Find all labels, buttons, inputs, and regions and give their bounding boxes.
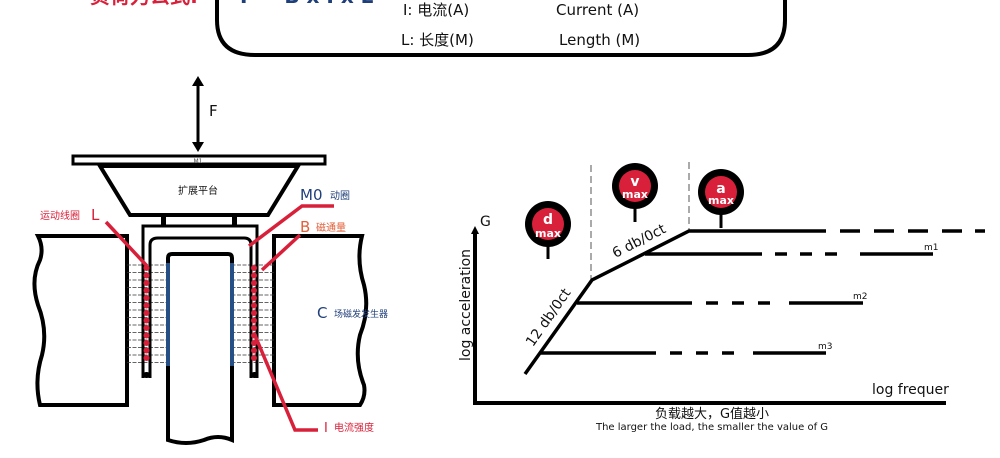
magnet-right — [272, 234, 369, 407]
center-pole — [166, 252, 234, 445]
coil-windings — [143, 265, 257, 361]
svg-text:v: v — [630, 174, 639, 190]
coil-label-cn: 运动线圈 — [40, 209, 80, 222]
coil-winding-dot — [251, 310, 257, 316]
caption-cn: 负载越大，G值越小 — [655, 406, 769, 422]
force-label: F — [209, 102, 218, 120]
flux-cn: 磁通量 — [316, 221, 346, 234]
current-symbol: I — [324, 421, 328, 436]
y-axis-arrow-icon — [471, 226, 479, 234]
shaker-structure: F M1 扩展平台 运动线圈 L M0 动圈 — [32, 76, 388, 445]
leader-line-moving-coil — [247, 204, 334, 248]
moving-coil-cn: 动圈 — [330, 190, 350, 202]
coil-former-outer — [141, 224, 259, 378]
svg-text:max: max — [535, 227, 561, 240]
mass-label: m3 — [818, 342, 833, 352]
field-symbol: C — [317, 304, 327, 322]
formula-row-symbol: L: 长度(M) — [401, 31, 474, 49]
y-top-label: G — [480, 214, 491, 230]
coil-winding-dot — [251, 302, 257, 309]
coil-winding-dot — [143, 302, 150, 309]
svg-text:a: a — [716, 181, 725, 197]
coil-winding-dot — [143, 287, 150, 294]
coil-winding-dot — [143, 272, 150, 279]
platform-mass-label: M1 — [194, 158, 203, 165]
pole-face-left — [166, 263, 170, 366]
x-axis-label: log frequer — [872, 382, 949, 398]
coil-winding-dot — [143, 295, 150, 301]
coil-winding-dot — [251, 325, 257, 331]
svg-text:max: max — [622, 188, 648, 201]
platform-label: 扩展平台 — [178, 184, 218, 197]
max-curve — [523, 229, 806, 376]
marker-vmax: v max — [612, 163, 658, 222]
formula-box: 负荷力公式: F = B x I x L I: 电流(A) Current (A… — [90, 0, 787, 57]
coil-winding-dot — [143, 280, 150, 286]
svg-text:max: max — [708, 194, 734, 207]
coil-winding-dot — [143, 310, 150, 316]
formula-heading: 负荷力公式: — [90, 0, 198, 8]
expansion-platform — [96, 164, 302, 217]
coil-winding-dot — [251, 295, 257, 301]
formula-row-symbol: I: 电流(A) — [403, 1, 469, 19]
flux-symbol: B — [300, 218, 310, 236]
coil-winding-dot — [251, 317, 257, 324]
field-cn: 场磁发发生器 — [334, 308, 388, 320]
moving-coil-symbol: M0 — [300, 186, 323, 204]
leader-line-coil — [104, 220, 149, 268]
mass-label: m1 — [924, 243, 939, 253]
magnet-left — [32, 234, 129, 407]
coil-former-inner — [148, 236, 253, 378]
coil-winding-dot — [251, 355, 257, 361]
coil-winding-dot — [143, 332, 150, 339]
coil-winding-dot — [251, 272, 257, 279]
performance-curve: G log acceleration log frequer m1 m2 m3 … — [458, 162, 985, 433]
leader-line-flux — [260, 233, 302, 272]
force-arrow-icon — [192, 76, 204, 152]
coil-winding-dot — [143, 325, 150, 331]
formula-row-english: Current (A) — [556, 1, 639, 19]
pole-face-right — [230, 263, 234, 366]
leader-line-current — [252, 332, 318, 432]
y-axis-label: log acceleration — [458, 249, 474, 361]
coil-label-symbol: L — [91, 206, 100, 224]
marker-dmax: d max — [525, 201, 571, 259]
coil-winding-dot — [251, 280, 257, 286]
coil-winding-dot — [143, 355, 150, 361]
formula-text: F = B x I x L — [240, 0, 374, 8]
coil-winding-dot — [143, 265, 150, 271]
formula-row-english: Length (M) — [559, 31, 640, 49]
coil-winding-dot — [251, 340, 257, 346]
caption-en: The larger the load, the smaller the val… — [595, 422, 828, 433]
current-cn: 电流强度 — [334, 421, 374, 434]
svg-text:d: d — [543, 212, 553, 228]
coil-winding-dot — [251, 265, 257, 271]
mass-label: m2 — [853, 292, 868, 302]
marker-amax: a max — [698, 169, 744, 228]
coil-winding-dot — [143, 317, 150, 324]
coil-winding-dot — [143, 347, 150, 354]
coil-winding-dot — [251, 287, 257, 294]
coil-winding-dot — [143, 340, 150, 346]
coil-winding-dot — [251, 347, 257, 354]
